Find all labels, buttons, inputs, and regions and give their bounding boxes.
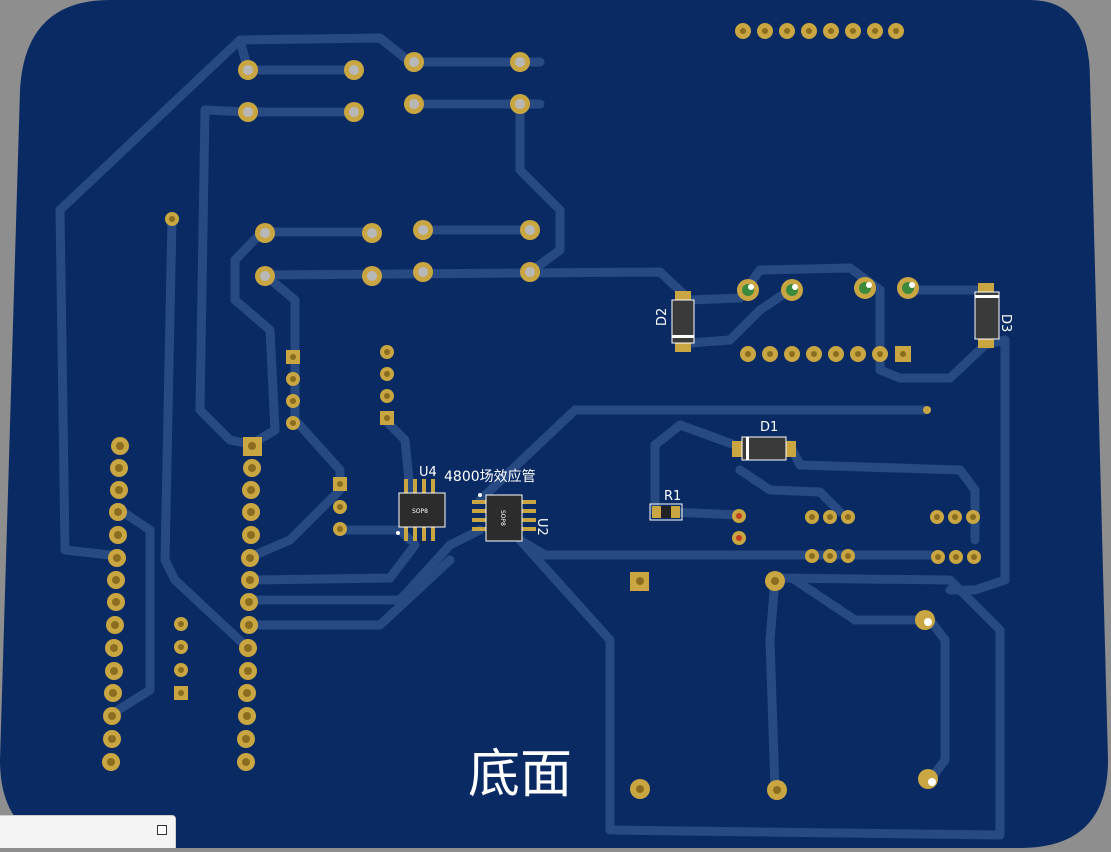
square-icon[interactable]: [157, 825, 167, 835]
diode-d3: [974, 283, 1000, 348]
label-r1: R1: [664, 489, 681, 504]
diode-d1: [732, 436, 796, 461]
through-hole-pads-upper: [165, 52, 931, 414]
diode-d2: [671, 291, 695, 352]
header-mid-8pin: [740, 346, 911, 362]
header-center-left-15pin: [237, 437, 262, 771]
chip-marking-u2: SOP8: [499, 510, 506, 526]
chip-marking-u4: SOP8: [412, 508, 428, 515]
bottom-status-bar: [0, 815, 176, 848]
header-4pin-left: [286, 350, 300, 430]
copper-traces: [55, 33, 1010, 840]
pads-with-leads: [737, 277, 919, 301]
label-u2: U2: [534, 518, 549, 536]
pads-bottom: [630, 571, 938, 800]
label-d1: D1: [760, 420, 778, 435]
header-top-8pin: [735, 23, 904, 39]
label-d3: D3: [998, 314, 1013, 332]
ic-u2: [472, 493, 536, 542]
label-mosfet-note: 4800场效应管: [444, 468, 536, 485]
label-u4: U4: [419, 465, 437, 480]
ic-u4: [396, 479, 446, 541]
header-left-15pin: [102, 437, 129, 771]
header-4pin-bottom-left: [174, 617, 188, 700]
header-4pin-right: [380, 345, 394, 425]
label-d2: D2: [655, 308, 670, 326]
header-3pin: [333, 477, 347, 536]
label-bottom-side: 底面: [468, 745, 572, 805]
pad-group-right: [732, 509, 981, 564]
resistor-r1: [649, 503, 683, 521]
